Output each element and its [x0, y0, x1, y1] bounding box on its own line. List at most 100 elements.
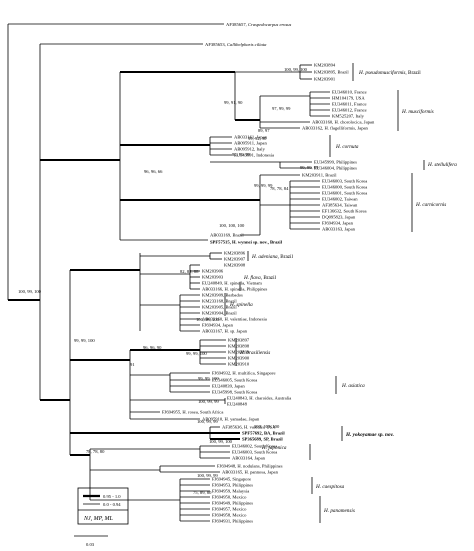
tip-label: KM525207, Italy: [332, 114, 365, 120]
tip-label: KM203904, Brazil: [202, 311, 237, 317]
outgroup-callibelpharis: AF385653, Callibelpharis ciliata: [205, 42, 267, 48]
tip-label: FJ694948, H. nodulans, Philippines: [217, 464, 283, 470]
group-label-yokoyamae: H. yokoyamae sp. nov.: [345, 432, 394, 438]
group-label-carnicornis: H. carnicornis: [415, 202, 446, 208]
tip-label: AB033160, H. chorolocica, Japan: [312, 120, 375, 126]
support-value: 100, 99, 100: [18, 289, 42, 295]
support-value: 100, 99, 99: [197, 473, 218, 479]
tip-label: AB095911, Japan: [234, 141, 267, 147]
support-value: 75, 89, 80: [193, 490, 212, 496]
tip-label: AB033163, Japan: [322, 227, 356, 233]
tip-label: AB033161, Japan: [234, 135, 268, 141]
tip-label: DQ095823, Japan: [322, 215, 356, 221]
group-label-spinella: H. spinella: [229, 302, 253, 308]
group-label-caespitosa: H. caespitosa: [315, 484, 345, 490]
support-value: 82, 82, 88: [180, 269, 199, 275]
tip-label: AF385636, H. valdulis, USA: [222, 425, 276, 431]
tip-label: KM203897: [228, 338, 250, 343]
tip-label: FJ694958, Mexico: [212, 513, 247, 519]
tip-label: EU240848: [227, 402, 248, 407]
support-value: 96, 96, 66: [144, 169, 163, 175]
group-label-japonica: H. japonica: [261, 445, 287, 451]
tip-label: KM203895, Brazil: [314, 70, 349, 76]
support-value: 100, 99, 100: [209, 439, 233, 445]
group-label-asiatica: H. asiatica: [341, 383, 365, 389]
scale-bar-label: 0.03: [86, 542, 95, 547]
tip-label: SPF57515, H. wynnei sp. nov., Brazil: [210, 240, 283, 245]
support-value: 100, 99, 100: [284, 67, 308, 73]
group-label-stellulifera: H. stellulifera: [427, 161, 457, 168]
tip-label: FJ694950, Mexico: [212, 495, 247, 501]
tip-label: EU240839, Japan: [212, 384, 245, 390]
tip-label: FJ694934, Japan: [202, 323, 234, 329]
tip-label: KM203894: [314, 63, 336, 68]
tip-label: KM203910: [228, 362, 250, 367]
support-value: 96, 96, 90: [143, 345, 162, 351]
tip-label: SP365689, SP, Brazil: [242, 437, 283, 442]
tip-label: AB095910, H. yamadae, Japan: [202, 417, 260, 423]
tip-label: AF385634, Taiwan: [322, 203, 358, 209]
outgroup-craspedocarpus: AF385657, Craspedocarpus erosus: [226, 22, 292, 28]
group-label-cornuta: H. cornuta: [335, 144, 359, 150]
support-value: 100, 99, 99: [198, 399, 219, 405]
tip-label: HM104179, USA: [332, 96, 365, 102]
support-value: 86, 99, 89: [232, 152, 251, 158]
tip-label: KM233168, Brazil: [202, 299, 237, 305]
support-legend: 0.95 - 1.0 0.0 - 0.94 NJ, MP, ML: [77, 487, 129, 525]
tip-label: KM203898: [228, 344, 250, 349]
tip-label: EU346002, South Korea: [232, 444, 277, 450]
tip-label: KM203900: [228, 356, 250, 361]
group-label-adenium: H. adeniana, Brazil: [251, 254, 293, 260]
support-value: 99, 99, 100: [198, 376, 219, 382]
support-value: 89, 97: [258, 128, 270, 134]
tip-label: FJ694931, Philippines: [212, 519, 253, 525]
tip-label: KM203901: [314, 77, 336, 82]
tip-label: AB033160, H. valentiae, Indonesia: [202, 317, 267, 323]
tip-label: EU345999, Philippines: [314, 160, 357, 166]
support-value: 100, 99, 100: [196, 317, 220, 323]
tip-label: AB033164, Japan: [232, 456, 266, 462]
tip-label: EU346001, South Korea: [322, 191, 367, 197]
tip-label: AB095912, Italy: [234, 147, 266, 153]
tip-label: AB033167, H. sp. Japan: [202, 329, 248, 335]
tip-label: KM203896: [224, 251, 246, 256]
tip-label: AB033162, H. flagelliformis, Japan: [302, 126, 369, 132]
support-value: 78, 78, 80: [86, 449, 105, 455]
group-label-brasiliensis: H. brasiliensis: [239, 350, 270, 356]
tip-label: FJ694945, Singapore: [212, 477, 251, 483]
support-value: 99, 99, 99: [300, 165, 319, 171]
tip-label: EU346005, South Korea: [212, 378, 257, 384]
tip-label: KM203903: [202, 275, 224, 280]
group-label-flava: H. flava, Brazil: [243, 274, 277, 281]
tip-label: FJ694949, Philippines: [212, 501, 253, 507]
tip-label: EU346010, France: [332, 90, 367, 96]
support-value: 99, 99, 100: [186, 351, 207, 357]
tip-label: EU346002, Taiwan: [322, 197, 358, 203]
tip-label: FJ694932, H. multifica, Singapore: [212, 371, 276, 377]
group-label-panamensis: H. panamensis: [323, 508, 355, 514]
tip-label: EU346000, South Korea: [322, 185, 367, 191]
tip-label: AB033169, Brazil: [210, 233, 244, 239]
tip-label: AB033166, H. spinella, Philippines: [202, 287, 268, 293]
tip-label: EU346004, Philippines: [314, 166, 357, 172]
tip-label: FJ694955, H. rosea, South Africa: [162, 410, 223, 416]
tip-label: KM203905, Brazil: [202, 305, 237, 311]
support-value: 100, 100, 100: [219, 223, 245, 229]
tip-label: EU240849, H. spinella, Vietnam: [202, 281, 262, 287]
tip-label: KM203899: [228, 350, 250, 355]
tip-label: KM203911, Brazil: [302, 173, 337, 179]
support-value: 91: [130, 362, 135, 367]
tip-label: FJ694959, Malaysia: [212, 489, 249, 495]
tip-label: AB033165, H. pannosa, Japan: [222, 470, 279, 476]
group-label-musciformis: H. musciformis: [401, 108, 434, 115]
tree-branches: [7, 23, 330, 522]
tip-label: EU345991, Indonesia: [234, 153, 274, 159]
support-value: 99, 91, 90: [224, 100, 243, 106]
legend-method-order: NJ, MP, ML: [83, 516, 114, 522]
tip-label: KM203906: [202, 269, 224, 274]
tip-label: FJ694953, Philippines: [212, 483, 253, 489]
tip-label: KM203907: [224, 257, 246, 262]
group-label-pseudomusciformis: H. pseudomusciformis, Brazil: [358, 69, 421, 76]
tip-label: KM203908: [224, 263, 246, 268]
